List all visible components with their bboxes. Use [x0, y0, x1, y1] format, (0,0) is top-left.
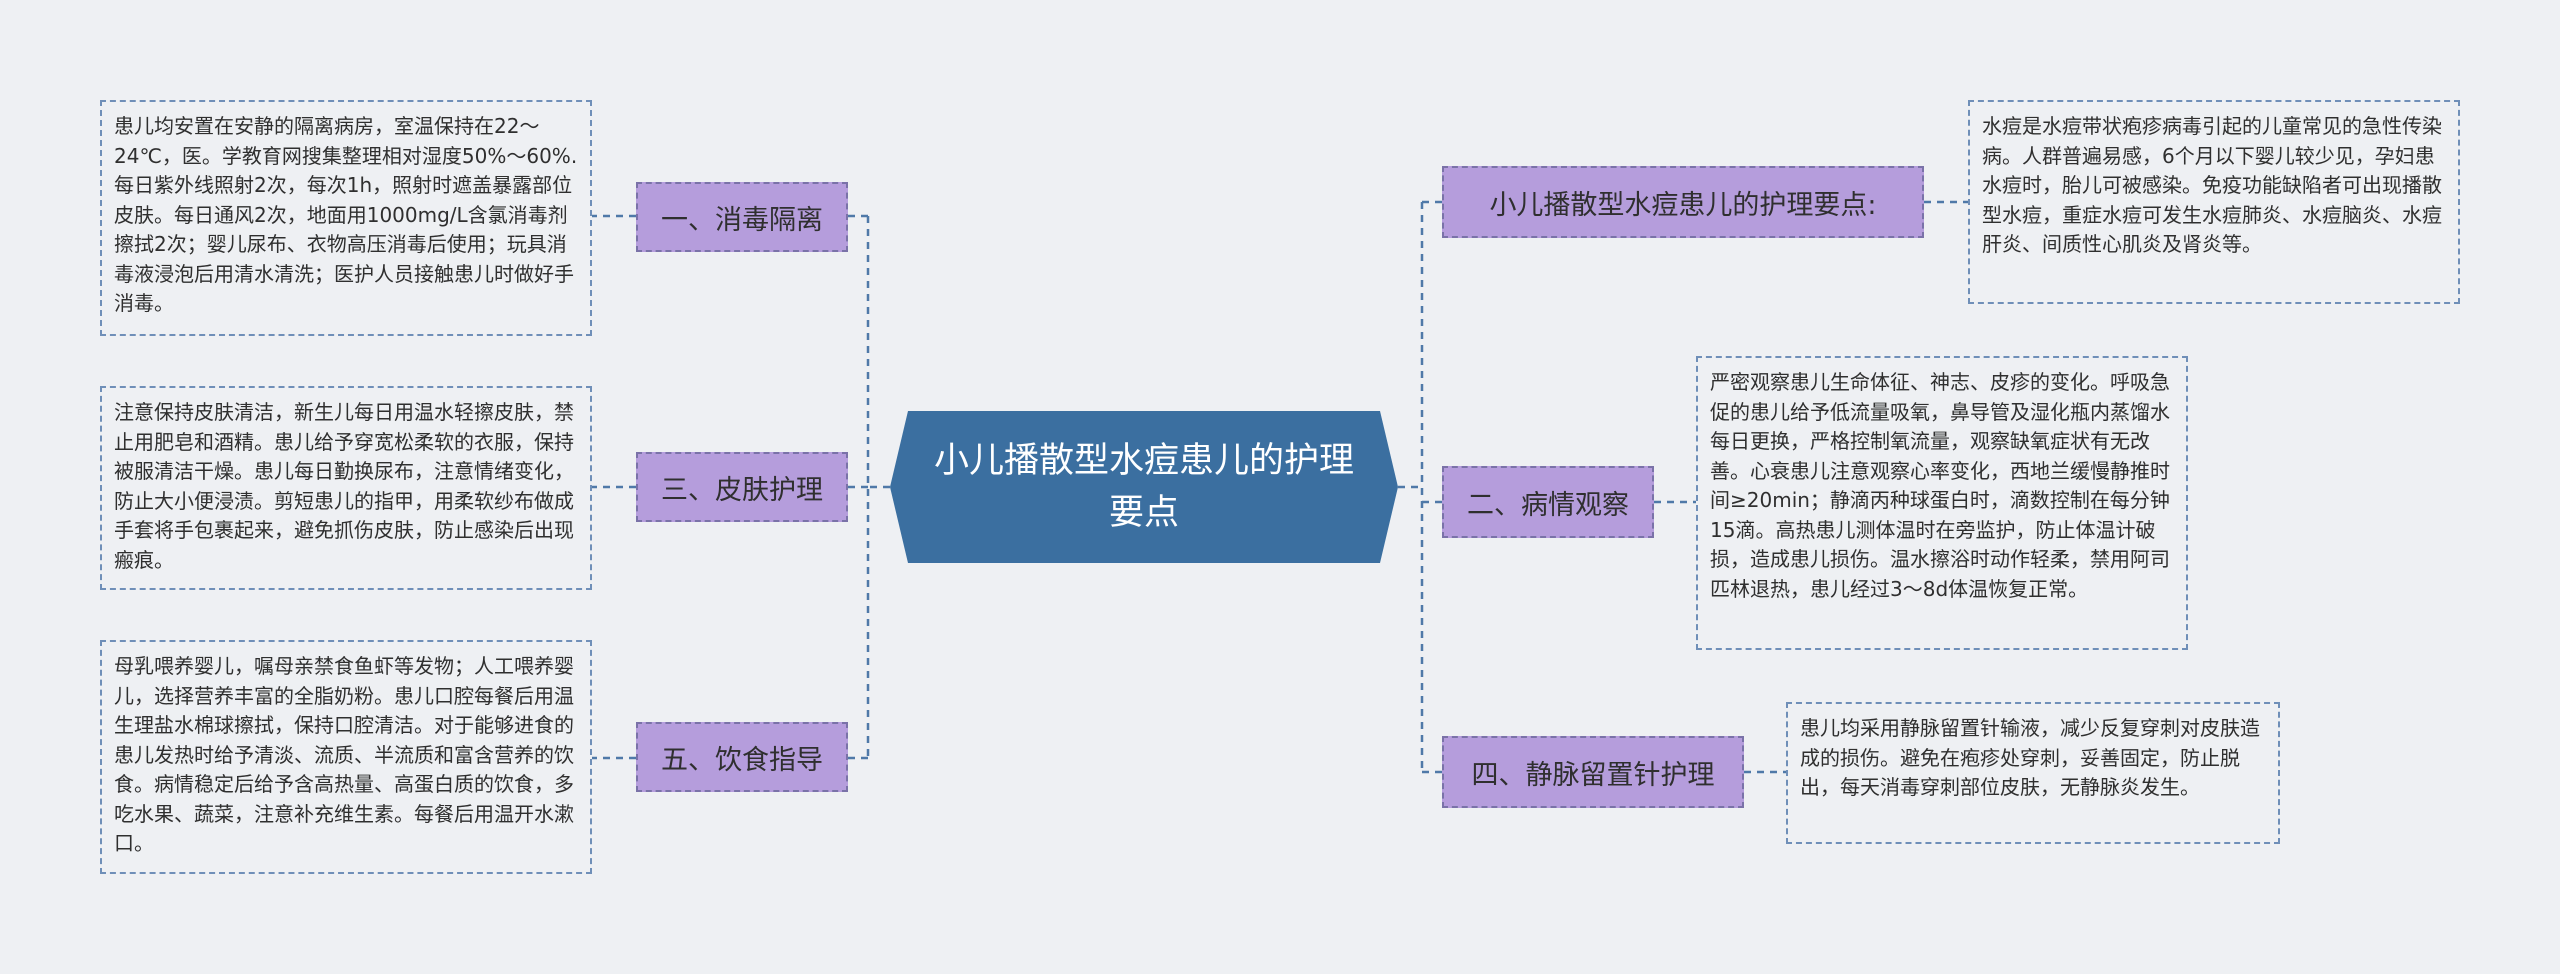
branch-label: 三、皮肤护理 [661, 474, 823, 506]
branch-label: 四、静脉留置针护理 [1471, 759, 1715, 791]
note-overview: 水痘是水痘带状疱疹病毒引起的儿童常见的急性传染病。人群普遍易感，6个月以下婴儿较… [1968, 100, 2460, 304]
branch-condition-observation[interactable]: 二、病情观察 [1442, 466, 1654, 538]
central-topic-title: 小儿播散型水痘患儿的护理要点 [933, 441, 1354, 533]
note-diet-guidance: 母乳喂养婴儿，嘱母亲禁食鱼虾等发物；人工喂养婴儿，选择营养丰富的全脂奶粉。患儿口… [100, 640, 592, 874]
branch-disinfection-isolation[interactable]: 一、消毒隔离 [636, 182, 848, 252]
note-disinfection-isolation: 患儿均安置在安静的隔离病房，室温保持在22～24℃，医。学教育网搜集整理相对湿度… [100, 100, 592, 336]
note-skin-care: 注意保持皮肤清洁，新生儿每日用温水轻擦皮肤，禁止用肥皂和酒精。患儿给予穿宽松柔软… [100, 386, 592, 590]
central-topic[interactable]: 小儿播散型水痘患儿的护理要点 [890, 411, 1398, 563]
branch-overview[interactable]: 小儿播散型水痘患儿的护理要点: [1442, 166, 1924, 238]
branch-diet-guidance[interactable]: 五、饮食指导 [636, 722, 848, 792]
branch-skin-care[interactable]: 三、皮肤护理 [636, 452, 848, 522]
note-condition-observation: 严密观察患儿生命体征、神志、皮疹的变化。呼吸急促的患儿给予低流量吸氧，鼻导管及湿… [1696, 356, 2188, 650]
branch-label: 二、病情观察 [1467, 489, 1629, 521]
central-topic-shape [890, 411, 1398, 563]
branch-label: 小儿播散型水痘患儿的护理要点: [1489, 189, 1877, 221]
branch-iv-indwelling-needle-care[interactable]: 四、静脉留置针护理 [1442, 736, 1744, 808]
branch-label: 五、饮食指导 [661, 744, 823, 776]
branch-label: 一、消毒隔离 [661, 204, 823, 236]
note-iv-indwelling-needle-care: 患儿均采用静脉留置针输液，减少反复穿刺对皮肤造成的损伤。避免在疱疹处穿刺，妥善固… [1786, 702, 2280, 844]
